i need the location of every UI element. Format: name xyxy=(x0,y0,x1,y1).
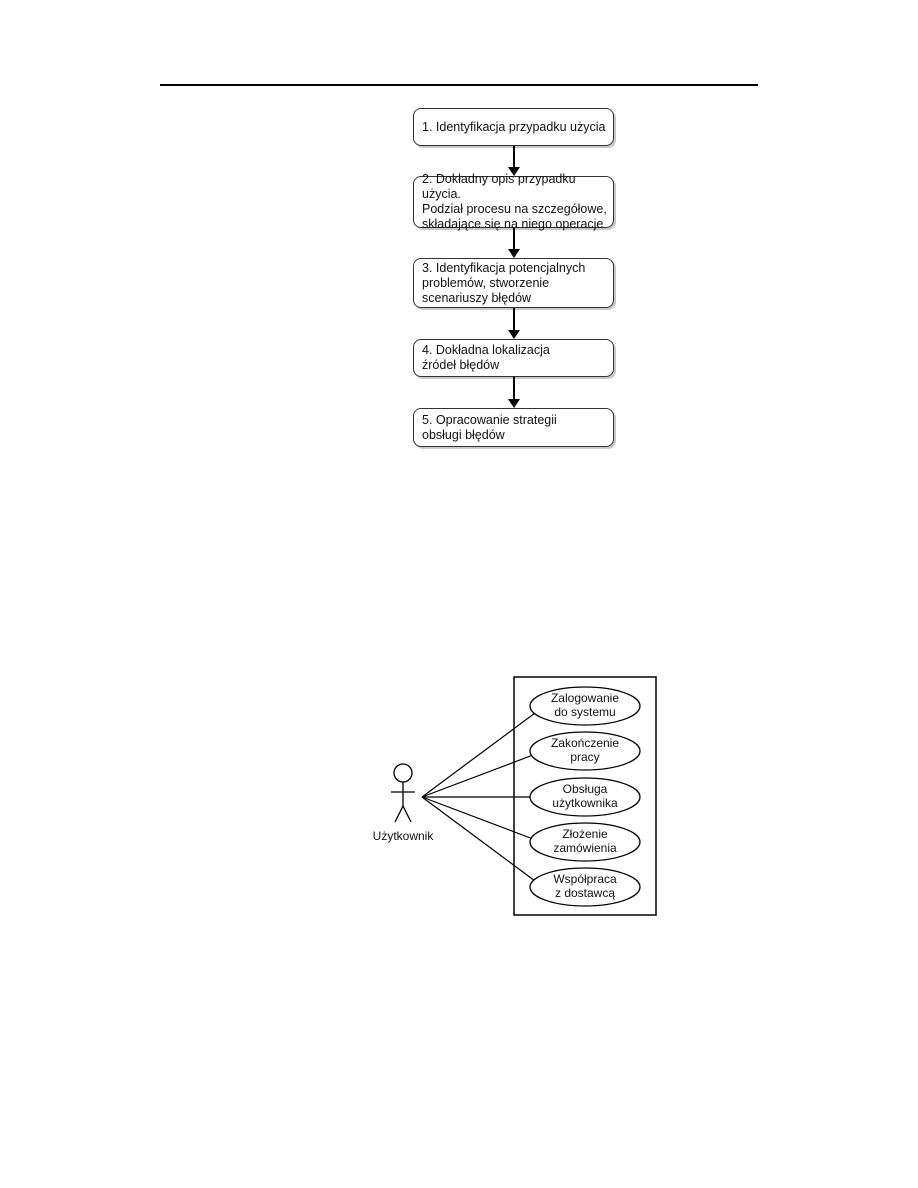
use-case-5-line-2: z dostawcą xyxy=(555,886,615,900)
flow-arrow-3 xyxy=(508,308,520,339)
flow-step-2: 2. Dokładny opis przypadku użycia. Podzi… xyxy=(413,172,614,231)
association-line-1 xyxy=(421,712,536,798)
system-boundary xyxy=(513,676,657,916)
flow-step-5-text: 5. Opracowanie strategii obsługi błędów xyxy=(422,412,557,442)
use-case-5: Współpraca z dostawcą xyxy=(529,867,641,907)
actor-label: Użytkownik xyxy=(373,829,435,843)
use-case-1: Zalogowanie do systemu xyxy=(529,686,641,726)
use-case-2-line-2: pracy xyxy=(570,750,599,764)
flow-step-4: 4. Dokładna lokalizacja źródeł błędów xyxy=(413,339,614,377)
association-line-2 xyxy=(421,754,534,798)
flow-step-5: 5. Opracowanie strategii obsługi błędów xyxy=(413,408,614,447)
use-case-2-line-1: Zakończenie xyxy=(551,736,619,750)
flow-step-2-text: 2. Dokładny opis przypadku użycia. Podzi… xyxy=(422,172,607,231)
association-line-5 xyxy=(421,796,536,882)
use-case-4: Złożenie zamówienia xyxy=(529,822,641,862)
flow-arrow-4 xyxy=(508,377,520,408)
use-case-3-line-2: użytkownika xyxy=(552,796,618,810)
flow-step-4-text: 4. Dokładna lokalizacja źródeł błędów xyxy=(422,343,550,372)
flow-arrow-1 xyxy=(508,146,520,176)
use-case-1-line-2: do systemu xyxy=(554,705,615,719)
association-line-4 xyxy=(421,796,534,840)
flow-arrow-2 xyxy=(508,228,520,258)
flow-step-1-text: 1. Identyfikacja przypadku użycia xyxy=(422,119,606,134)
flow-step-3-text: 3. Identyfikacja potencjalnych problemów… xyxy=(422,260,586,305)
use-case-3: Obsługa użytkownika xyxy=(529,777,641,817)
use-case-4-line-1: Złożenie xyxy=(562,827,608,841)
use-case-4-line-2: zamówienia xyxy=(553,841,617,855)
use-case-2: Zakończenie pracy xyxy=(529,731,641,771)
use-case-5-line-1: Współpraca xyxy=(553,872,617,886)
page-header-rule xyxy=(160,84,758,86)
use-case-3-line-1: Obsługa xyxy=(563,782,608,796)
actor-figure xyxy=(391,763,415,823)
flow-step-3: 3. Identyfikacja potencjalnych problemów… xyxy=(413,258,614,308)
flow-step-1: 1. Identyfikacja przypadku użycia xyxy=(413,108,614,146)
use-case-1-line-1: Zalogowanie xyxy=(551,691,619,705)
